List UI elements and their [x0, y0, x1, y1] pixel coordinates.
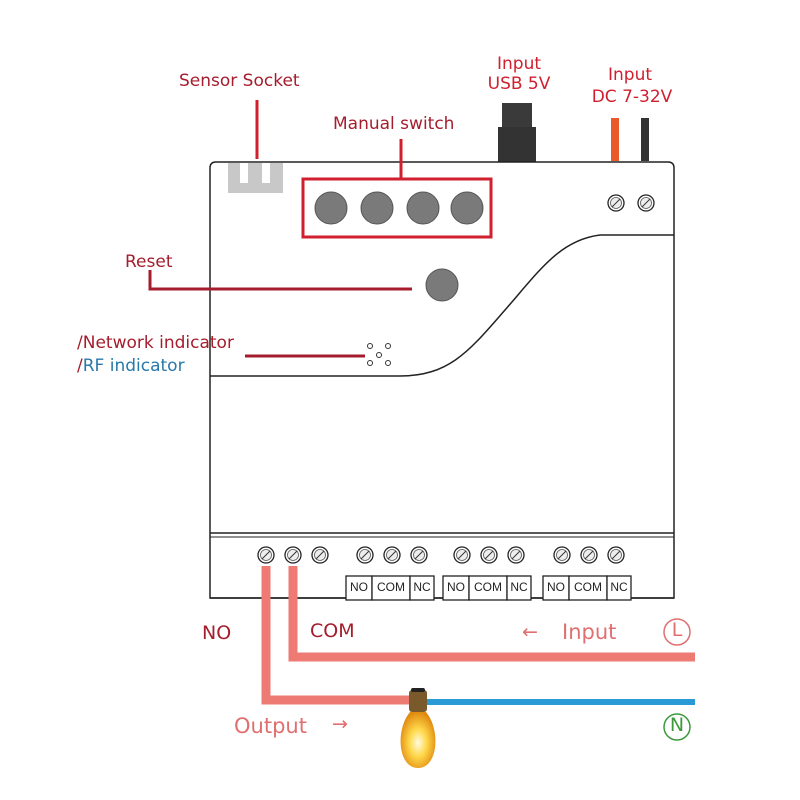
power-screw-2-slot [288, 550, 298, 560]
relay1-terminal-box-no [345, 575, 373, 601]
live-wire-no [261, 566, 420, 705]
no-wire-label: NO [202, 622, 232, 644]
com-wire-label: COM [310, 620, 355, 642]
rf-indicator-label: /RF indicator [77, 356, 185, 377]
relay2-terminal-nc: NC [510, 580, 528, 594]
sensor-socket-label: Sensor Socket [179, 71, 300, 91]
relay2-screw-3-slot [511, 550, 521, 560]
dc-screw-negative-slot [641, 198, 651, 208]
relay2-screw-2-slot [484, 550, 494, 560]
relay3-terminal-box-no [542, 575, 570, 601]
relay3-terminal-com: COM [574, 580, 602, 594]
light-bulb-icon [400, 688, 436, 768]
relay2-terminal-box-com [468, 575, 508, 601]
relay1-screw-3-slot [414, 550, 424, 560]
input-usb-label-line1: Input [496, 54, 542, 74]
lid-curve [210, 234, 674, 377]
manual-switch-button-2[interactable] [360, 191, 394, 225]
relay2-terminal-com: COM [474, 580, 502, 594]
reset-button[interactable] [425, 268, 459, 302]
relay3-screw-1-slot [557, 550, 567, 560]
dc-negative-wire [641, 118, 649, 161]
relay1-terminal-no: NO [350, 580, 368, 594]
manual-switch-button-4[interactable] [450, 191, 484, 225]
relay2-terminal-box-nc [506, 575, 532, 601]
sensor-socket [228, 163, 283, 193]
relay1-terminal-com: COM [377, 580, 405, 594]
input-dc-label-line1: Input [607, 65, 653, 85]
relay1-terminal-nc: NC [413, 580, 431, 594]
relay2-screw-1-slot [457, 550, 467, 560]
power-screw-3-slot [315, 550, 325, 560]
relay1-screw-1-slot [360, 550, 370, 560]
input-arrow: ← [522, 621, 538, 643]
dc-screw-positive-slot [611, 198, 621, 208]
network-indicator-prefix: / [77, 333, 83, 353]
relay3-terminal-nc: NC [610, 580, 628, 594]
neutral-symbol-text: N [669, 714, 685, 736]
live-symbol-text: L [671, 619, 683, 641]
network-indicator-text: Network indicator [82, 333, 234, 353]
indicator-leds [367, 343, 391, 366]
manual-switch-button-1[interactable] [314, 191, 348, 225]
rf-indicator-prefix: / [77, 356, 83, 376]
live-symbol-icon [663, 618, 691, 646]
manual-switch-button-3[interactable] [406, 191, 440, 225]
rf-indicator-text: RF indicator [82, 356, 185, 376]
live-wire-com [288, 566, 695, 662]
relay1-terminal-box-nc [409, 575, 435, 601]
manual-switch-label: Manual switch [333, 114, 455, 134]
relay1-screw-2-slot [387, 550, 397, 560]
relay3-terminal-box-nc [606, 575, 632, 601]
relay3-screw-3-slot [611, 550, 621, 560]
input-dc-label-line2: DC 7-32V [591, 87, 673, 107]
neutral-symbol-icon [663, 713, 691, 741]
relay3-screw-2-slot [584, 550, 594, 560]
output-wire-label: Output [234, 714, 307, 738]
input-usb-label-line2: USB 5V [487, 74, 551, 94]
network-indicator-label: /Network indicator [77, 333, 234, 354]
relay3-terminal-no: NO [547, 580, 565, 594]
dc-positive-wire [611, 118, 619, 161]
output-arrow: → [332, 713, 348, 735]
input-wire-label: Input [562, 620, 617, 644]
manual-switch-callout-box [301, 177, 493, 239]
relay2-terminal-no: NO [447, 580, 465, 594]
usb-connector [498, 103, 536, 162]
reset-label: Reset [125, 252, 173, 272]
power-screw-1-slot [261, 550, 271, 560]
